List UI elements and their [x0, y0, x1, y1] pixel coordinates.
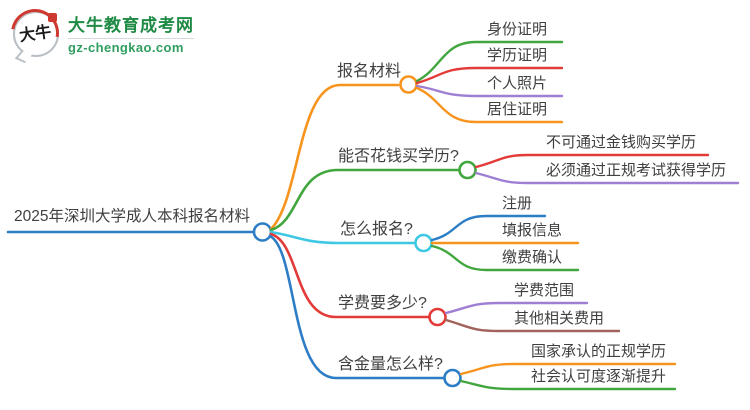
branch-line — [268, 234, 445, 380]
branch-label-hanjinliang[interactable]: 含金量怎么样? — [338, 356, 443, 373]
root-node-handle[interactable] — [252, 222, 273, 242]
child-label[interactable]: 必须通过正规考试获得学历 — [546, 162, 727, 179]
branch-node-handle[interactable] — [414, 233, 433, 253]
child-label[interactable]: 其他相关费用 — [514, 310, 605, 327]
child-label[interactable]: 注册 — [502, 195, 533, 212]
branch-label-baoming-cailiao[interactable]: 报名材料 — [337, 63, 402, 80]
child-label[interactable]: 缴费确认 — [502, 249, 563, 266]
branch-line — [269, 232, 430, 319]
site-logo: 大牛 大牛教育成考网 gz-chengkao.com — [1, 0, 194, 67]
child-label[interactable]: 社会认可度逐渐提升 — [531, 368, 667, 385]
branch-label-zenme-baoming[interactable]: 怎么报名? — [340, 221, 413, 238]
branch-line — [269, 168, 460, 232]
child-label[interactable]: 居住证明 — [487, 101, 548, 118]
logo-text-block: 大牛教育成考网 gz-chengkao.com — [68, 11, 194, 55]
branch-node-handle[interactable] — [443, 368, 462, 388]
child-label[interactable]: 身份证明 — [487, 21, 548, 38]
child-line — [474, 153, 710, 169]
child-line — [415, 66, 564, 85]
child-line — [444, 318, 621, 333]
child-line — [415, 40, 564, 83]
branch-line — [269, 230, 416, 245]
logo-bull-icon: 大牛 — [1, 0, 69, 67]
root-node-label[interactable]: 2025年深圳大学成人本科报名材料 — [14, 208, 250, 225]
child-line — [430, 214, 547, 242]
branch-label-huaqian-maixueli[interactable]: 能否花钱买学历? — [338, 148, 459, 165]
child-line — [474, 171, 740, 185]
logo-divider — [68, 38, 194, 39]
child-label[interactable]: 不可通过金钱购买学历 — [546, 134, 697, 151]
branch-label-xuefei-duoshao[interactable]: 学费要多少? — [338, 295, 427, 312]
child-line — [459, 379, 677, 391]
logo-seal-icon — [48, 13, 57, 22]
branch-line — [269, 83, 400, 231]
logo-domain: gz-chengkao.com — [68, 40, 184, 55]
branch-node-handle[interactable] — [399, 75, 418, 94]
child-label[interactable]: 国家承认的正规学历 — [531, 343, 667, 360]
child-label[interactable]: 个人照片 — [487, 75, 548, 92]
child-line — [415, 86, 564, 124]
child-line — [444, 301, 589, 315]
child-label[interactable]: 学历证明 — [487, 47, 548, 64]
branch-node-handle[interactable] — [428, 307, 447, 327]
child-label[interactable]: 学费范围 — [514, 282, 575, 299]
child-line — [415, 84, 564, 98]
child-line — [459, 362, 677, 376]
child-label[interactable]: 填报信息 — [502, 222, 563, 239]
child-line — [430, 244, 580, 272]
branch-node-handle[interactable] — [458, 160, 477, 180]
logo-title: 大牛教育成考网 — [68, 16, 194, 35]
